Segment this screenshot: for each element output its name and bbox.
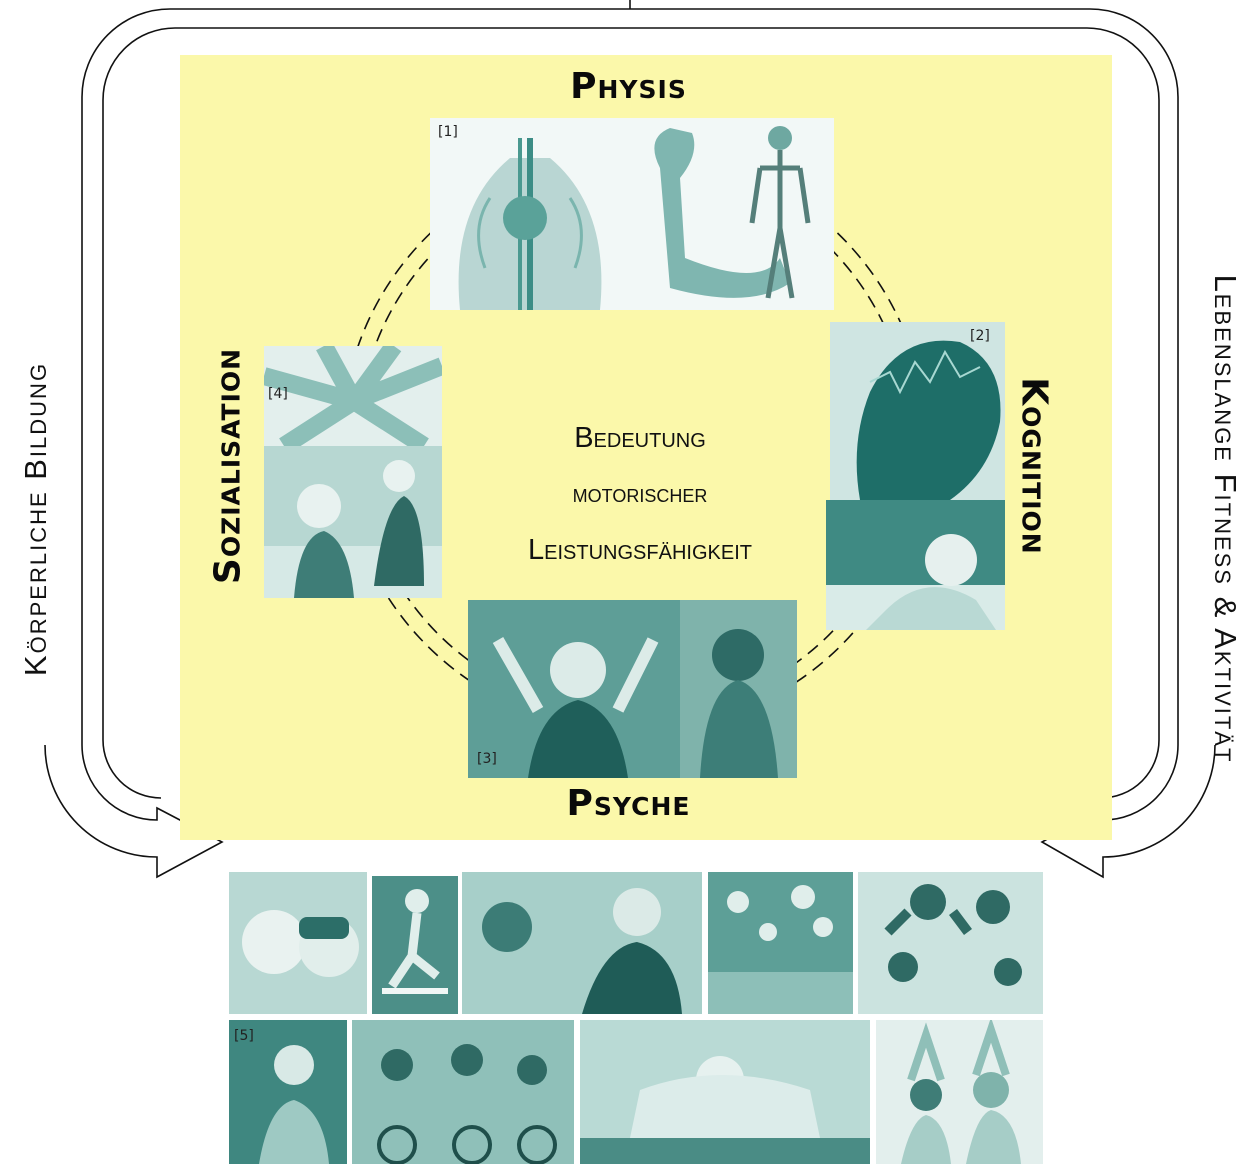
heading-physis: Physis bbox=[570, 66, 687, 107]
collage-tennis-image bbox=[229, 1020, 347, 1164]
ref-5: [5] bbox=[234, 1028, 254, 1044]
kognition-study-image bbox=[826, 500, 1005, 630]
sad-child bbox=[680, 600, 797, 778]
collage-biking-image bbox=[352, 1020, 574, 1164]
sozialisation-kids-image bbox=[264, 446, 442, 598]
ref-1: [1] bbox=[438, 124, 458, 140]
heading-sozialisation: Sozialisation bbox=[207, 347, 249, 585]
children-helping bbox=[264, 446, 442, 598]
collage-family-run-image bbox=[708, 872, 853, 1014]
collage-snorkel-image bbox=[229, 872, 367, 1014]
collage-hurdle-image bbox=[372, 876, 458, 1014]
left-side-label: Körperliche Bildung bbox=[18, 361, 53, 677]
collage-flex-family-image bbox=[858, 872, 1043, 1014]
center-title: Bedeutung motorischer Leistungsfähigkeit bbox=[440, 410, 840, 578]
collage-pushup-image bbox=[580, 1020, 870, 1164]
right-side-label: Lebenslange Fitness & Aktivität bbox=[1208, 274, 1243, 764]
stacked-hands bbox=[264, 346, 442, 446]
heading-psyche: Psyche bbox=[566, 783, 691, 824]
left-arrow-inner bbox=[102, 27, 630, 799]
psyche-happy-image bbox=[468, 600, 680, 778]
child-writing-scene bbox=[826, 500, 1005, 630]
psyche-sad-image bbox=[680, 600, 797, 778]
ref-3: [3] bbox=[477, 751, 497, 767]
kognition-brain-image bbox=[830, 322, 1005, 500]
center-line-2: motorischer bbox=[572, 480, 708, 508]
left-arrow-outer bbox=[44, 8, 630, 879]
sozialisation-hands-image bbox=[264, 346, 442, 446]
collage-seniors-image bbox=[876, 1020, 1043, 1164]
center-line-1: Bedeutung bbox=[574, 422, 706, 454]
right-arrow-inner bbox=[630, 27, 1160, 799]
ref-4: [4] bbox=[268, 386, 288, 402]
ref-2: [2] bbox=[970, 328, 990, 344]
cheering-boy bbox=[468, 600, 680, 778]
collage-ball-image bbox=[462, 872, 702, 1014]
center-line-3: Leistungsfähigkeit bbox=[528, 534, 752, 566]
physis-image bbox=[430, 118, 834, 310]
right-arrow-outer bbox=[630, 8, 1216, 879]
anatomy-illustration bbox=[430, 118, 834, 310]
head-silhouette bbox=[830, 322, 1005, 500]
heading-kognition: Kognition bbox=[1013, 377, 1055, 555]
